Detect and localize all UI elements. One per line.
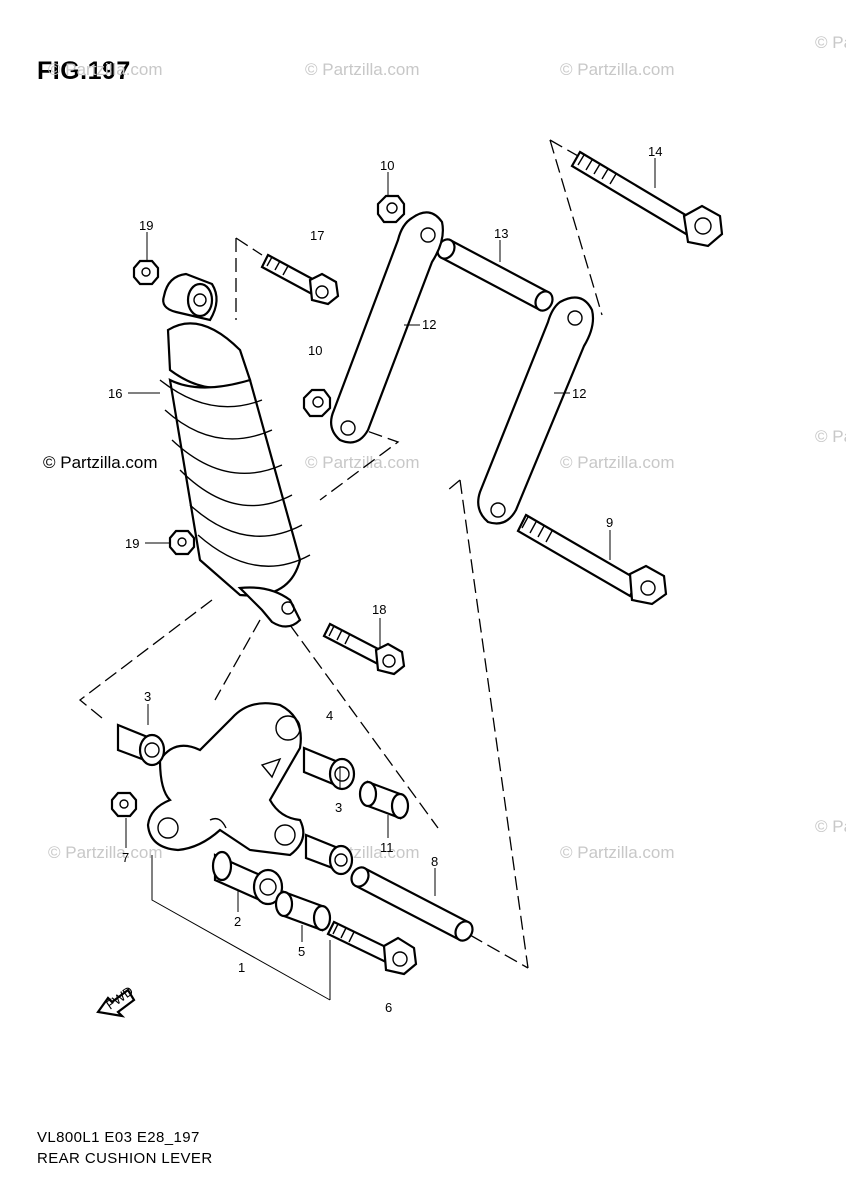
sleeve-13 [436,238,554,312]
bolt-17 [260,253,340,306]
figure-title: FIG.197 [37,57,131,85]
callout-5: 5 [298,944,305,959]
watermark-text: © Partzilla.com [815,33,846,52]
bracket-part-1 [151,855,331,1001]
callout-8: 8 [431,854,438,869]
callout-3b: 3 [335,800,342,815]
watermark-text: © Partzilla.com [48,843,163,862]
bearing-2 [211,850,284,906]
bolt-9 [516,513,668,606]
watermark-text: © Partzilla.com [43,453,158,472]
leader-lines [125,158,656,942]
cushion-lever-1 [146,702,305,857]
watermark-text: © Partzilla.com [560,60,675,79]
callout-2: 2 [234,914,241,929]
watermark-text: © Partzilla.com [560,843,675,862]
watermark-text: © Partzilla.com [48,60,163,79]
callout-14: 14 [648,144,662,159]
callout-10b: 10 [308,343,322,358]
watermark-text: © Partzilla.com [560,453,675,472]
link-plate-12a [329,211,444,444]
callout-3a: 3 [144,689,151,704]
bolt-14 [570,150,724,248]
collar-11 [358,780,410,820]
bolt-18 [322,622,406,676]
collar-5 [274,890,332,932]
bearing-3b [302,746,356,791]
callout-4: 4 [326,708,333,723]
watermark-text: © Partzilla.com [815,427,846,446]
shock-absorber-16 [159,272,311,628]
bearing-3c [304,833,354,876]
callout-12b: 12 [572,386,586,401]
sleeve-8 [350,866,474,942]
callout-13: 13 [494,226,508,241]
watermark-text: © Partzilla.com [815,817,846,836]
watermarks: © Partzilla.com © Partzilla.com © Partzi… [43,33,846,862]
callout-12a: 12 [422,317,436,332]
bolt-6 [326,920,418,976]
callout-16: 16 [108,386,122,401]
callout-1: 1 [238,960,245,975]
figure-code: VL800L1 E03 E28_197 [37,1129,200,1146]
callout-labels: 14 13 10 17 19 12 10 16 12 9 19 18 3 4 3… [108,144,662,1015]
nut-10a [376,194,406,224]
callout-7: 7 [122,850,129,865]
callout-19b: 19 [125,536,139,551]
nut-7 [110,791,138,818]
callout-6: 6 [385,1000,392,1015]
bearing-3a [116,723,166,767]
nut-19b [168,529,196,556]
callout-11: 11 [380,840,394,855]
nut-10b [302,388,332,418]
callout-18: 18 [372,602,386,617]
callout-9: 9 [606,515,613,530]
assembly-guide-lines [78,139,603,969]
watermark-text: © Partzilla.com [305,453,420,472]
watermark-text: © Partzilla.com [305,60,420,79]
callout-19a: 19 [139,218,153,233]
figure-name: REAR CUSHION LEVER [37,1150,213,1167]
callout-10a: 10 [380,158,394,173]
link-plate-12b [477,296,595,525]
fwd-arrow-icon: FWD [96,983,136,1018]
callout-17: 17 [310,228,324,243]
nut-19a [132,259,160,286]
